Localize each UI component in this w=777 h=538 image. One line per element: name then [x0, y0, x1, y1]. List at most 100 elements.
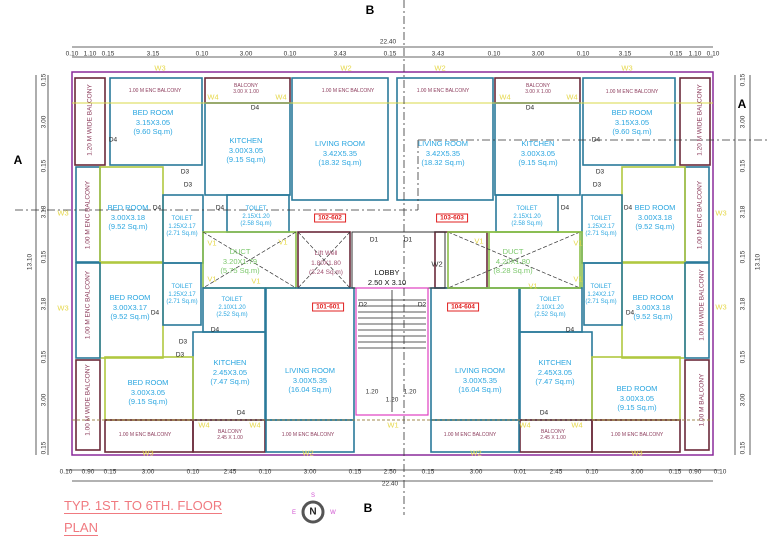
room-size: 3.00X3.17: [112, 302, 148, 312]
balcony-name: BALCONY: [234, 83, 258, 89]
vertical-balcony-label: 1.00 M ENC BALCONY: [84, 180, 92, 250]
total-width-dimension: 22.40: [381, 480, 399, 488]
window-label: W3: [57, 208, 69, 218]
room-size: 3.00X5.35: [462, 375, 498, 385]
top-dimension: 0.10: [283, 50, 297, 58]
window-label: W4: [249, 420, 261, 430]
top-dimension: 0.10: [487, 50, 501, 58]
unit-number-badge: 104-604: [447, 302, 479, 312]
window-label: W4: [275, 92, 287, 102]
balcony-label: 1.00 M ENC BALCONY: [611, 432, 664, 438]
door-label: D3: [595, 168, 605, 176]
window-label: W3: [57, 303, 69, 313]
compass-icon: [301, 500, 325, 524]
room-size: 1.25X2.17: [587, 223, 615, 230]
room-name: LIVING ROOM: [314, 139, 366, 148]
left-dimension: 0.15: [40, 250, 48, 264]
window-label: V1: [207, 238, 217, 248]
bottom-dimension: 0.10: [186, 468, 200, 476]
room-name: TOILET: [221, 297, 243, 303]
total-depth-dimension: 13.10: [754, 253, 762, 271]
room-name: KITCHEN: [213, 358, 247, 367]
balcony-label: 1.00 M ENC BALCONY: [606, 89, 659, 95]
left-dimension: 3.18: [40, 297, 48, 311]
right-dimension: 3.00: [739, 115, 747, 129]
room-area: (9.60 Sq.m): [612, 127, 652, 136]
vertical-balcony-label: 1.20 M WIDE BALCONY: [696, 84, 704, 156]
room-area: (5.75 Sq.m): [220, 266, 260, 275]
wide-balcony-wall: [679, 77, 711, 166]
top-dimension: 0.15: [101, 50, 115, 58]
room-name: BED ROOM: [107, 203, 149, 212]
window-label: V1: [251, 276, 261, 286]
door-label: D4: [539, 409, 549, 417]
bottom-dimension: 0.15: [103, 468, 117, 476]
room-name: BED ROOM: [632, 293, 674, 302]
door-label: D4: [623, 204, 633, 212]
window-label: W3: [715, 302, 727, 312]
window-label: W4: [499, 92, 511, 102]
compass-south: S: [310, 493, 316, 499]
window-label: W4: [519, 420, 531, 430]
right-dimension: 0.15: [739, 159, 747, 173]
right-dimension: 0.15: [739, 441, 747, 455]
room-area: (2.52 Sq.m): [534, 312, 566, 318]
room-size: 3.42X5.35: [322, 148, 358, 158]
window-label: W3: [631, 448, 643, 458]
room-size: 1.24X2.17: [587, 291, 615, 298]
top-dimension: 3.43: [333, 50, 347, 58]
room-area: (9.52 Sq.m): [635, 222, 675, 231]
bottom-dimension: 0.10: [585, 468, 599, 476]
bottom-dimension: 0.10: [713, 468, 727, 476]
door-label: D2: [417, 301, 427, 309]
bottom-dimension: 0.90: [688, 468, 702, 476]
door-label: D4: [250, 104, 260, 112]
door-label: D3: [178, 338, 188, 346]
door-label: D1: [369, 236, 379, 244]
enc-balcony-wall: [684, 262, 710, 359]
left-dimension: 0.15: [40, 441, 48, 455]
toilet-wall: [162, 262, 202, 326]
window-label: W2: [470, 448, 482, 458]
top-dimension: 3.00: [531, 50, 545, 58]
bottom-dimension: 2.50: [383, 468, 397, 476]
right-dimension: 0.15: [739, 250, 747, 264]
left-dimension: 3.00: [40, 393, 48, 407]
door-label: D4: [150, 309, 160, 317]
room-name: TOILET: [171, 284, 193, 290]
vertical-balcony-label: 1.00 M ENC BALCONY: [84, 270, 92, 340]
right-dimension: 3.18: [739, 205, 747, 219]
room-size: 3.20X1.79: [222, 256, 258, 266]
bedroom-wall: [582, 77, 676, 166]
wide-balcony-wall: [74, 77, 106, 166]
balcony-label: 1.00 M ENC BALCONY: [282, 432, 335, 438]
top-dimension: 0.10: [576, 50, 590, 58]
door-label: D4: [210, 326, 220, 334]
compass-west: W: [330, 510, 336, 516]
door-label: D4: [215, 204, 225, 212]
balcony-label: 1.00 M ENC BALCONY: [322, 88, 375, 94]
room-name: BED ROOM: [616, 384, 658, 393]
room-size: 3.00X3.05: [130, 387, 166, 397]
room-area: (2.52 Sq.m): [216, 312, 248, 318]
room-area: (2.58 Sq.m): [240, 221, 272, 227]
balcony-size: 2.45 X 1.00: [217, 435, 243, 441]
duct-cross: [202, 231, 297, 289]
room-area: (16.04 Sq.m): [288, 385, 332, 394]
door-label: D4: [152, 204, 162, 212]
room-area: (2.71 Sq.m): [166, 231, 198, 237]
top-dimension: 0.10: [706, 50, 720, 58]
room-name: TOILET: [539, 297, 561, 303]
balcony-name: 1.00 M ENC BALCONY: [281, 432, 335, 438]
stair-dimension: 1.20: [403, 388, 417, 396]
door-label: D4: [108, 136, 118, 144]
room-area: (9.15 Sq.m): [128, 397, 168, 406]
room-area: (9.60 Sq.m): [133, 127, 173, 136]
